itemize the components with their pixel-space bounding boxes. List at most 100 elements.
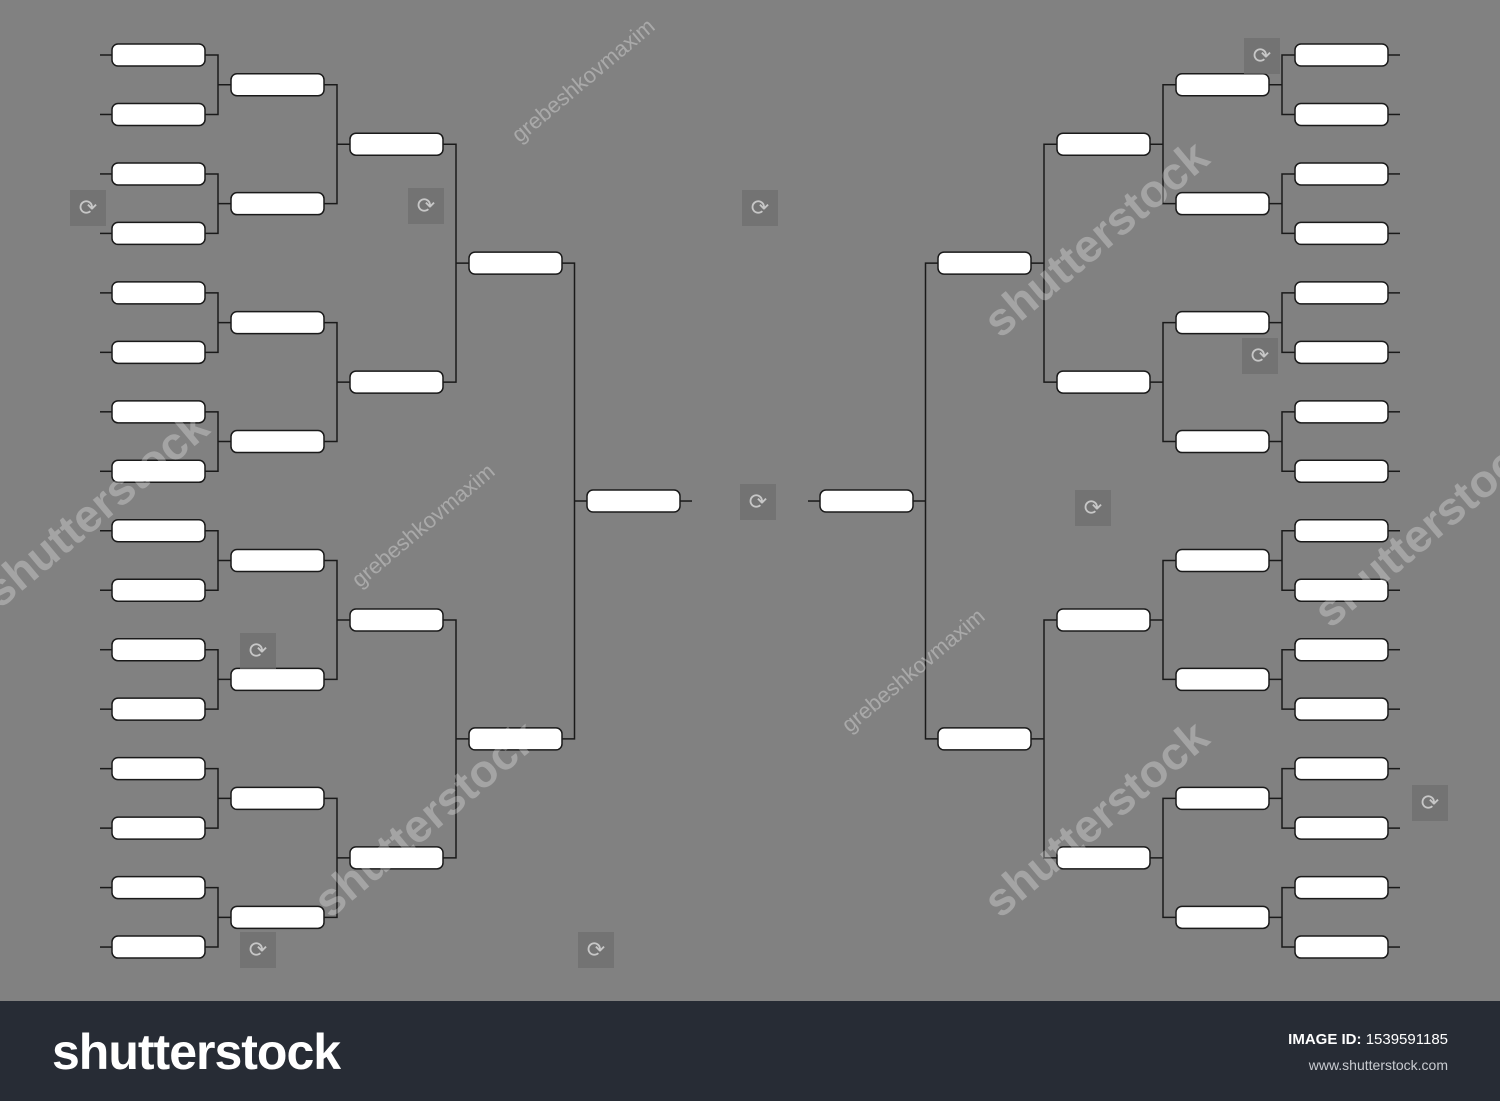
left-connector: [205, 173, 231, 235]
right-slot-round-2: [1175, 667, 1270, 692]
left-connector: [205, 767, 231, 829]
left-slot-round-2: [230, 905, 325, 930]
right-slot-round-1: [1294, 400, 1389, 424]
footer-logo: shutterstock: [52, 1024, 341, 1080]
left-slot-round-1: [111, 935, 206, 959]
right-slot-round-1: [1294, 637, 1389, 662]
right-slot-round-4: [937, 727, 1032, 751]
left-connector: [205, 886, 231, 948]
left-slot-round-3: [349, 132, 444, 156]
right-slot-round-3: [1056, 370, 1151, 394]
left-slot-round-5: [586, 489, 681, 513]
right-slot-round-5: [819, 489, 914, 513]
right-slot-round-2: [1175, 191, 1270, 216]
right-slot-round-1: [1294, 221, 1389, 246]
right-slot-round-1: [1294, 519, 1389, 543]
tournament-bracket: [100, 43, 1400, 959]
right-connector: [1269, 173, 1295, 235]
left-slot-round-2: [230, 310, 325, 335]
right-connector: [1150, 797, 1176, 919]
left-slot-round-1: [111, 162, 206, 186]
right-slot-round-2: [1175, 72, 1270, 97]
right-connector: [1269, 292, 1295, 354]
right-slot-round-4: [937, 251, 1032, 275]
right-slot-round-1: [1294, 43, 1389, 67]
right-connector: [913, 262, 938, 740]
bracket-canvas: shutterstock shutterstock shutterstock s…: [0, 13, 1500, 968]
right-connector: [1150, 83, 1176, 205]
right-slot-round-1: [1294, 102, 1389, 127]
left-slot-round-2: [230, 191, 325, 216]
left-connector: [205, 530, 231, 591]
left-slot-round-2: [230, 786, 325, 811]
right-slot-round-3: [1056, 608, 1151, 632]
left-connector: [324, 83, 350, 205]
left-slot-round-1: [111, 281, 206, 305]
right-slot-round-2: [1175, 548, 1270, 573]
right-connector: [1269, 886, 1295, 948]
left-slot-round-3: [349, 608, 444, 632]
left-slot-round-1: [111, 519, 206, 543]
image-id-value: 1539591185: [1365, 1031, 1448, 1048]
left-slot-round-1: [111, 221, 206, 246]
right-slot-round-1: [1294, 935, 1389, 959]
left-connector: [443, 619, 469, 859]
right-slot-round-1: [1294, 281, 1389, 305]
right-connector: [1150, 321, 1176, 443]
left-slot-round-1: [111, 102, 206, 127]
right-connector: [1269, 411, 1295, 473]
right-connector: [1269, 54, 1295, 116]
image-id-label: IMAGE ID:: [1288, 1031, 1362, 1048]
left-slot-round-2: [230, 667, 325, 692]
right-slot-round-2: [1175, 429, 1270, 454]
left-slot-round-2: [230, 72, 325, 97]
left-connector: [324, 797, 350, 919]
right-slot-round-1: [1294, 162, 1389, 186]
right-slot-round-2: [1175, 786, 1270, 811]
left-connector: [562, 262, 587, 740]
right-slot-round-1: [1294, 459, 1389, 484]
right-slot-round-3: [1056, 132, 1151, 156]
right-slot-round-1: [1294, 578, 1389, 602]
left-slot-round-1: [111, 43, 206, 67]
right-slot-round-2: [1175, 310, 1270, 335]
left-connector: [324, 559, 350, 681]
footer-bar: shutterstock IMAGE ID: 1539591185 www.sh…: [0, 1001, 1500, 1101]
right-connector: [1031, 619, 1057, 859]
right-slot-round-1: [1294, 816, 1389, 840]
left-slot-round-1: [111, 400, 206, 424]
left-connector: [205, 54, 231, 116]
left-slot-round-2: [230, 429, 325, 454]
left-slot-round-1: [111, 875, 206, 900]
left-connector: [205, 411, 231, 473]
left-connector: [324, 321, 350, 443]
right-connector: [1031, 143, 1057, 383]
right-slot-round-2: [1175, 905, 1270, 930]
left-slot-round-1: [111, 578, 206, 602]
right-slot-round-3: [1056, 846, 1151, 870]
left-connector: [443, 143, 469, 383]
left-slot-round-1: [111, 697, 206, 721]
left-slot-round-1: [111, 637, 206, 662]
left-slot-round-4: [468, 727, 563, 751]
right-slot-round-1: [1294, 697, 1389, 721]
right-connector: [1269, 648, 1295, 710]
left-slot-round-1: [111, 756, 206, 781]
right-connector: [1150, 559, 1176, 681]
left-connector: [205, 648, 231, 710]
left-slot-round-1: [111, 459, 206, 484]
left-slot-round-1: [111, 816, 206, 840]
footer-url: www.shutterstock.com: [1308, 1057, 1448, 1073]
left-slot-round-1: [111, 340, 206, 365]
right-connector: [1269, 767, 1295, 829]
left-slot-round-4: [468, 251, 563, 275]
right-connector: [1269, 530, 1295, 591]
left-connector: [205, 292, 231, 354]
left-slot-round-3: [349, 370, 444, 394]
left-slot-round-3: [349, 846, 444, 870]
image-id: IMAGE ID: 1539591185: [1288, 1031, 1448, 1048]
left-slot-round-2: [230, 548, 325, 573]
right-slot-round-1: [1294, 340, 1389, 365]
right-slot-round-1: [1294, 756, 1389, 781]
right-slot-round-1: [1294, 875, 1389, 900]
